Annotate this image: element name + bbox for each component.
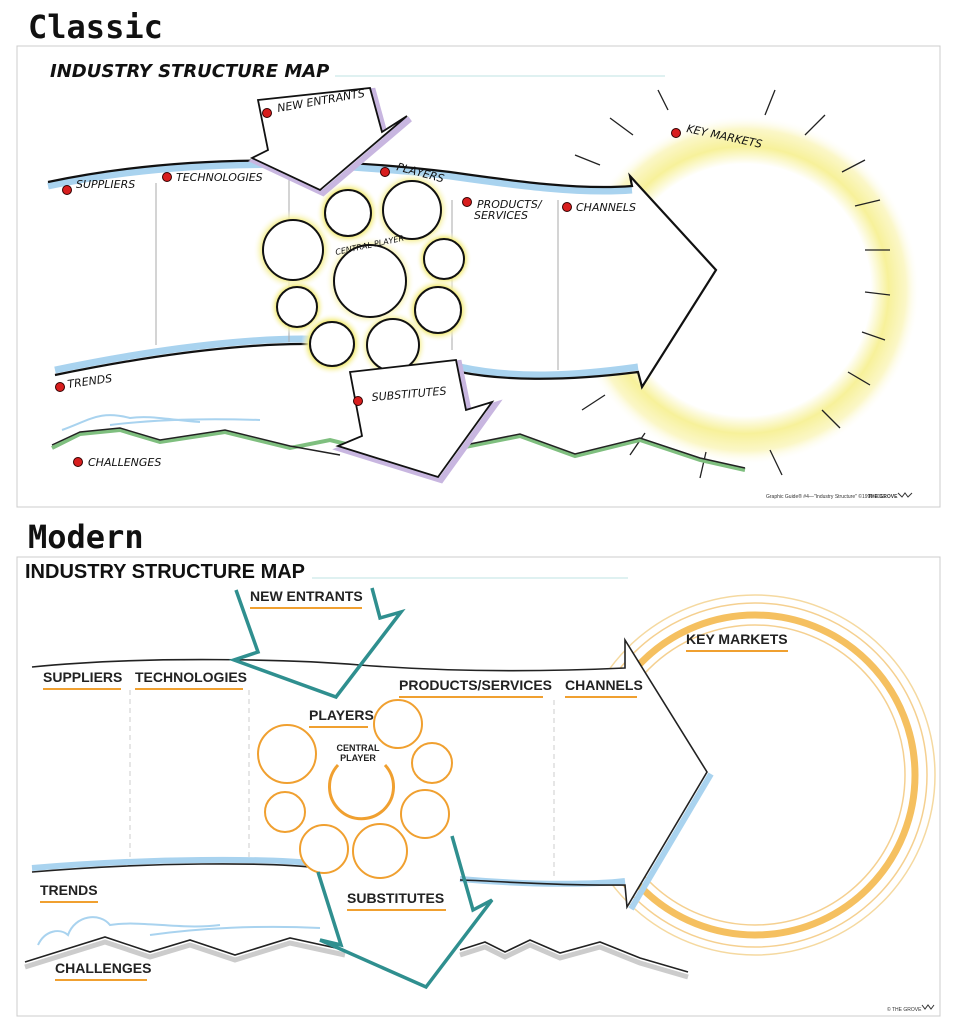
- suppliers-dot: [62, 185, 72, 195]
- players-dot: [380, 167, 390, 177]
- classic-label-products-2: SERVICES: [474, 209, 528, 222]
- substitutes-dot: [353, 396, 363, 406]
- modern-label-players: PLAYERS: [309, 707, 374, 723]
- modern-label-trends: TRENDS: [40, 882, 98, 898]
- grove-logo-icon: [897, 492, 913, 498]
- modern-title: INDUSTRY STRUCTURE MAP: [25, 561, 305, 583]
- modern-players-cluster: [257, 699, 453, 879]
- classic-brand: THE GROVE: [868, 494, 898, 500]
- new-entrants-dot: [262, 108, 272, 118]
- modern-labels: NEW ENTRANTS SUPPLIERS TECHNOLOGIES PROD…: [40, 588, 935, 1013]
- key-markets-dot: [671, 128, 681, 138]
- trends-dot: [55, 382, 65, 392]
- modern-credit: © THE GROVE: [887, 1006, 922, 1013]
- classic-credit: Graphic Guide® #4—"Industry Structure" ©…: [766, 493, 886, 500]
- classic-label-products-1: PRODUCTS/: [477, 198, 543, 211]
- classic-label-suppliers: SUPPLIERS: [76, 178, 135, 191]
- classic-players-cluster: [253, 172, 472, 379]
- modern-label-new-entrants: NEW ENTRANTS: [250, 588, 363, 604]
- modern-label-central-1: CENTRAL: [337, 743, 380, 753]
- modern-label-technologies: TECHNOLOGIES: [135, 669, 247, 685]
- modern-new-entrants-arrow: [228, 587, 406, 700]
- classic-substitutes-arrow: [332, 359, 503, 484]
- modern-label-channels: CHANNELS: [565, 677, 643, 693]
- challenges-dot: [73, 457, 83, 467]
- classic-title: INDUSTRY STRUCTURE MAP: [50, 61, 329, 82]
- modern-label-key-markets: KEY MARKETS: [686, 631, 788, 647]
- technologies-dot: [162, 172, 172, 182]
- modern-ground: [24, 916, 689, 980]
- classic-label-channels: CHANNELS: [576, 201, 636, 214]
- modern-label-substitutes: SUBSTITUTES: [347, 890, 444, 906]
- classic-label-technologies: TECHNOLOGIES: [176, 171, 263, 184]
- modern-flow-arrow: [31, 637, 714, 911]
- modern-substitutes-arrow: [316, 835, 494, 990]
- modern-label-suppliers: SUPPLIERS: [43, 669, 122, 685]
- modern-label-central-2: PLAYER: [340, 753, 376, 763]
- channels-dot: [562, 202, 572, 212]
- classic-ground: [51, 414, 746, 472]
- classic-key-markets-sun: [570, 89, 920, 479]
- classic-new-entrants-arrow: [248, 87, 412, 197]
- modern-heading: Modern: [28, 518, 144, 556]
- classic-label-trends: TRENDS: [67, 372, 113, 391]
- classic-label-challenges: CHALLENGES: [88, 456, 161, 469]
- grove-logo-icon: [921, 1004, 935, 1010]
- products-dot: [462, 197, 472, 207]
- modern-label-challenges: CHALLENGES: [55, 960, 151, 976]
- modern-label-products-services: PRODUCTS/SERVICES: [399, 677, 552, 693]
- classic-heading: Classic: [28, 8, 163, 46]
